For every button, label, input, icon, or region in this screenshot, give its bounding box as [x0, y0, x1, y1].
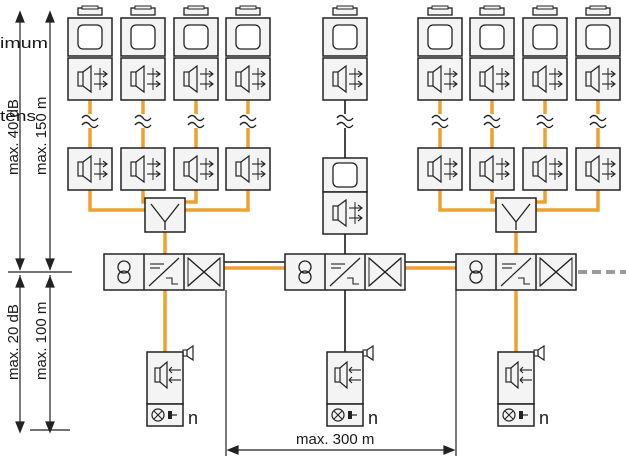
- camera-4: [225, 5, 271, 57]
- dim-label-100m: max. 100 m: [33, 302, 50, 380]
- camera-2: [120, 5, 166, 57]
- center-relay-unit: [322, 157, 368, 235]
- count-label-left: n: [188, 408, 198, 428]
- camera-row: [67, 5, 621, 57]
- monitor-right: [497, 345, 545, 427]
- node-right: [455, 253, 577, 291]
- node-center: [284, 253, 406, 291]
- camera-1: [67, 5, 113, 57]
- transmitter-row: [67, 57, 621, 101]
- copper-lines: [224, 98, 456, 352]
- combiner-right: [495, 197, 537, 233]
- distance-label: max. 300 m: [296, 431, 374, 448]
- count-label-center: n: [368, 408, 378, 428]
- camera-9: [575, 5, 621, 57]
- camera-6: [417, 5, 463, 57]
- camera-3: [173, 5, 219, 57]
- monitor-left: [146, 345, 194, 427]
- dim-label-40db: max. 40 dB: [5, 99, 22, 175]
- dim-label-150m: max. 150 m: [33, 97, 50, 175]
- camera-8: [522, 5, 568, 57]
- clipped-label-middle: tens: [0, 108, 36, 125]
- camera-7: [469, 5, 515, 57]
- clipped-label-top: imum: [0, 35, 48, 52]
- camera-5: [322, 5, 368, 57]
- cable-break-marks: [81, 114, 607, 129]
- dim-label-20db: max. 20 dB: [5, 304, 22, 380]
- combiner-left: [144, 197, 186, 233]
- distance-dimension: [225, 290, 457, 456]
- count-label-right: n: [539, 408, 549, 428]
- monitor-center: [326, 345, 374, 427]
- node-left: [103, 253, 225, 291]
- left-dimension-lines: [8, 10, 72, 434]
